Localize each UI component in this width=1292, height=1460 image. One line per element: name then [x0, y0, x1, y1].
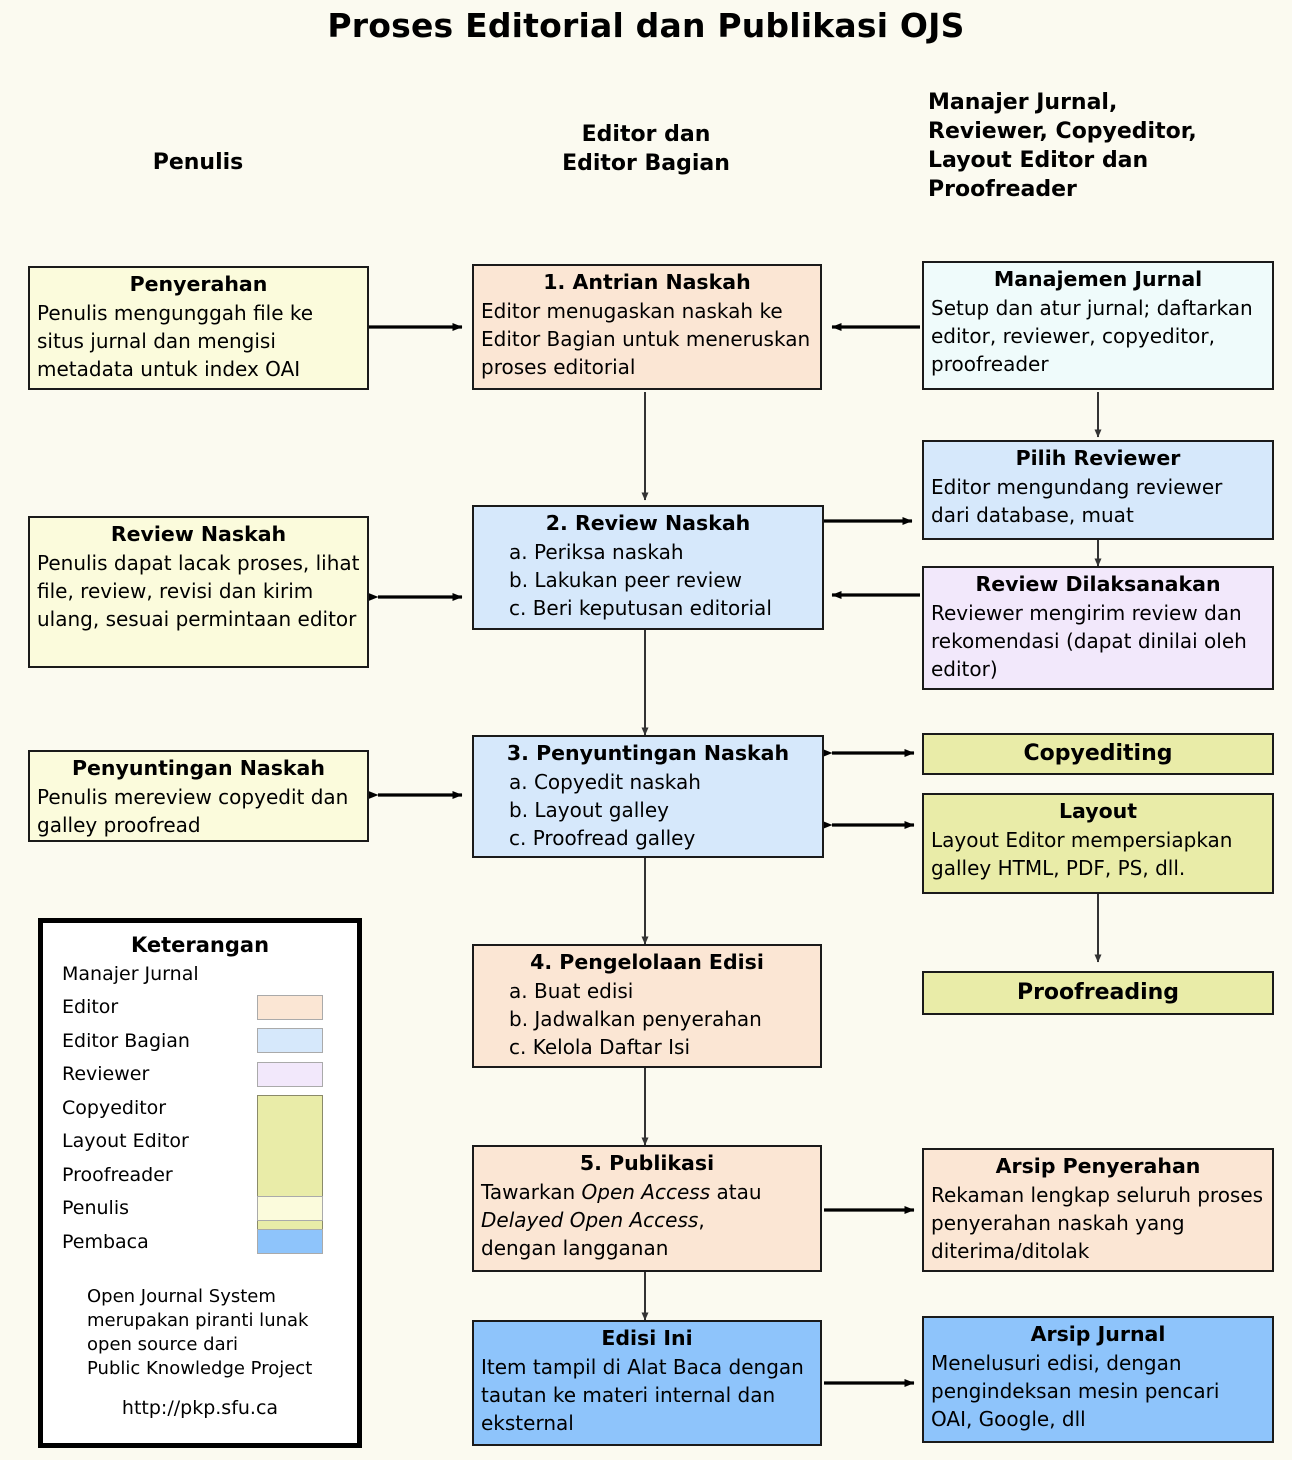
box-penyuntingan-naskah-title: 3. Penyuntingan Naskah	[506, 741, 790, 765]
column-header-manajer-label: Manajer Jurnal, Reviewer, Copyeditor, La…	[928, 90, 1197, 203]
legend-row-label: Copyeditor	[62, 1096, 167, 1119]
box-layout-body: Layout Editor mempersiapkan galley HTML,…	[931, 827, 1233, 880]
publikasi-line2-b: ,	[698, 1207, 705, 1232]
box-copyediting[interactable]: Copyediting	[922, 733, 1274, 775]
box-layout-title: Layout	[1058, 799, 1138, 823]
column-header-editor-label: Editor dan Editor Bagian	[562, 122, 730, 177]
box-antrian-naskah-body: Editor menugaskan naskah ke Editor Bagia…	[481, 298, 811, 379]
box-arsip-penyerahan-title: Arsip Penyerahan	[995, 1154, 1201, 1178]
box-pengelolaan-edisi-item-b: b. Jadwalkan penyerahan	[509, 1006, 762, 1031]
box-penyuntingan-naskah-penulis-title: Penyuntingan Naskah	[72, 756, 325, 780]
box-review-naskah-penulis-title: Review Naskah	[110, 522, 287, 546]
publikasi-line3: dengan langganan	[481, 1235, 669, 1260]
box-review-naskah[interactable]: 2. Review Naskah a. Periksa naskah b. La…	[472, 505, 824, 630]
legend-swatch	[257, 994, 323, 1020]
box-proofreading[interactable]: Proofreading	[922, 971, 1274, 1015]
box-penyuntingan-naskah-item-b: b. Layout galley	[509, 797, 669, 822]
publikasi-line1-a: Tawarkan	[481, 1179, 582, 1204]
box-pengelolaan-edisi-item-c: c. Kelola Daftar Isi	[509, 1034, 690, 1059]
legend-row: Pembaca	[43, 1225, 357, 1259]
legend-swatch	[257, 1028, 323, 1053]
legend-row: Proofreader	[43, 1158, 357, 1192]
publikasi-line1-b: atau	[710, 1179, 762, 1204]
publikasi-open-access-em: Open Access	[581, 1179, 711, 1204]
box-review-naskah-item-b: b. Lakukan peer review	[509, 567, 742, 592]
box-arsip-jurnal[interactable]: Arsip Jurnal Menelusuri edisi, dengan pe…	[922, 1316, 1274, 1443]
box-penyuntingan-naskah-penulis-body: Penulis mereview copyedit dan galley pro…	[37, 784, 349, 837]
box-manajemen-jurnal[interactable]: Manajemen Jurnal Setup dan atur jurnal; …	[922, 261, 1274, 390]
legend-row: Editor	[43, 991, 357, 1025]
legend-row: Manajer Jurnal	[43, 957, 357, 991]
box-review-naskah-penulis-body: Penulis dapat lacak proses, lihat file, …	[37, 550, 360, 631]
box-pengelolaan-edisi-item-a: a. Buat edisi	[509, 978, 634, 1003]
legend-row-label: Editor Bagian	[62, 1029, 190, 1052]
box-review-dilaksanakan-title: Review Dilaksanakan	[975, 572, 1221, 596]
box-penyuntingan-naskah[interactable]: 3. Penyuntingan Naskah a. Copyedit naska…	[472, 735, 824, 858]
box-penyuntingan-naskah-penulis[interactable]: Penyuntingan Naskah Penulis mereview cop…	[28, 750, 369, 842]
legend-row: Reviewer	[43, 1058, 357, 1092]
legend-row-label: Manajer Jurnal	[62, 962, 199, 985]
box-edisi-ini[interactable]: Edisi Ini Item tampil di Alat Baca denga…	[472, 1320, 822, 1446]
legend-note: Open Journal System merupakan piranti lu…	[87, 1285, 313, 1379]
box-arsip-penyerahan-body: Rekaman lengkap seluruh proses penyeraha…	[931, 1182, 1264, 1263]
box-review-naskah-item-c: c. Beri keputusan editorial	[509, 595, 772, 620]
box-pengelolaan-edisi-title: 4. Pengelolaan Edisi	[530, 950, 764, 974]
legend-row: Copyeditor	[43, 1091, 357, 1231]
box-review-dilaksanakan[interactable]: Review Dilaksanakan Reviewer mengirim re…	[922, 566, 1274, 690]
box-antrian-naskah-title: 1. Antrian Naskah	[543, 270, 751, 294]
legend-swatch	[257, 1229, 323, 1254]
box-arsip-jurnal-title: Arsip Jurnal	[1030, 1322, 1166, 1346]
box-proofreading-title: Proofreading	[1016, 979, 1180, 1005]
legend-row-label: Penulis	[62, 1197, 130, 1220]
box-manajemen-jurnal-body: Setup dan atur jurnal; daftarkan editor,…	[931, 295, 1253, 376]
box-pilih-reviewer-body: Editor mengundang reviewer dari database…	[931, 474, 1223, 527]
box-penyuntingan-naskah-item-a: a. Copyedit naskah	[509, 769, 701, 794]
column-header-manajer: Manajer Jurnal, Reviewer, Copyeditor, La…	[928, 88, 1278, 204]
box-antrian-naskah[interactable]: 1. Antrian Naskah Editor menugaskan nask…	[472, 264, 822, 390]
legend-row: Penulis	[43, 1192, 357, 1226]
legend-swatch	[257, 1061, 323, 1087]
box-manajemen-jurnal-title: Manajemen Jurnal	[993, 267, 1203, 291]
legend-row-label: Editor	[62, 996, 119, 1019]
box-review-naskah-title: 2. Review Naskah	[545, 511, 751, 535]
legend-row-label: Reviewer	[62, 1063, 150, 1086]
box-copyediting-title: Copyediting	[1023, 740, 1173, 766]
legend-title: Keterangan	[130, 933, 270, 957]
column-header-penulis: Penulis	[28, 148, 368, 177]
legend-row: Layout Editor	[43, 1125, 357, 1159]
box-pengelolaan-edisi[interactable]: 4. Pengelolaan Edisi a. Buat edisi b. Ja…	[472, 944, 822, 1068]
publikasi-delayed-open-access-em: Delayed Open Access	[481, 1207, 699, 1232]
box-pilih-reviewer-title: Pilih Reviewer	[1015, 446, 1181, 470]
box-penyerahan-body: Penulis mengunggah file ke situs jurnal …	[37, 300, 314, 381]
box-review-dilaksanakan-body: Reviewer mengirim review dan rekomendasi…	[931, 600, 1247, 681]
legend-row-label: Layout Editor	[62, 1130, 189, 1153]
legend-row-label: Pembaca	[62, 1230, 149, 1253]
box-penyerahan[interactable]: Penyerahan Penulis mengunggah file ke si…	[28, 266, 369, 390]
legend-row: Editor Bagian	[43, 1024, 357, 1058]
box-edisi-ini-title: Edisi Ini	[601, 1326, 693, 1350]
legend-swatch	[257, 1195, 323, 1221]
box-review-naskah-item-a: a. Periksa naskah	[509, 539, 684, 564]
box-edisi-ini-body: Item tampil di Alat Baca dengan tautan k…	[481, 1354, 804, 1435]
column-header-penulis-label: Penulis	[152, 150, 244, 175]
box-penyerahan-title: Penyerahan	[129, 272, 268, 296]
box-review-naskah-penulis[interactable]: Review Naskah Penulis dapat lacak proses…	[28, 516, 369, 668]
legend-url: http://pkp.sfu.ca	[121, 1396, 279, 1419]
page-title: Proses Editorial dan Publikasi OJS	[327, 6, 965, 45]
box-penyuntingan-naskah-item-c: c. Proofread galley	[509, 825, 696, 850]
box-publikasi-title: 5. Publikasi	[579, 1151, 715, 1175]
column-header-editor: Editor dan Editor Bagian	[472, 120, 820, 178]
box-pilih-reviewer[interactable]: Pilih Reviewer Editor mengundang reviewe…	[922, 440, 1274, 540]
box-arsip-jurnal-body: Menelusuri edisi, dengan pengindeksan me…	[931, 1350, 1220, 1431]
legend-row-label: Proofreader	[62, 1163, 173, 1186]
box-layout[interactable]: Layout Layout Editor mempersiapkan galle…	[922, 793, 1274, 894]
box-arsip-penyerahan[interactable]: Arsip Penyerahan Rekaman lengkap seluruh…	[922, 1148, 1274, 1272]
